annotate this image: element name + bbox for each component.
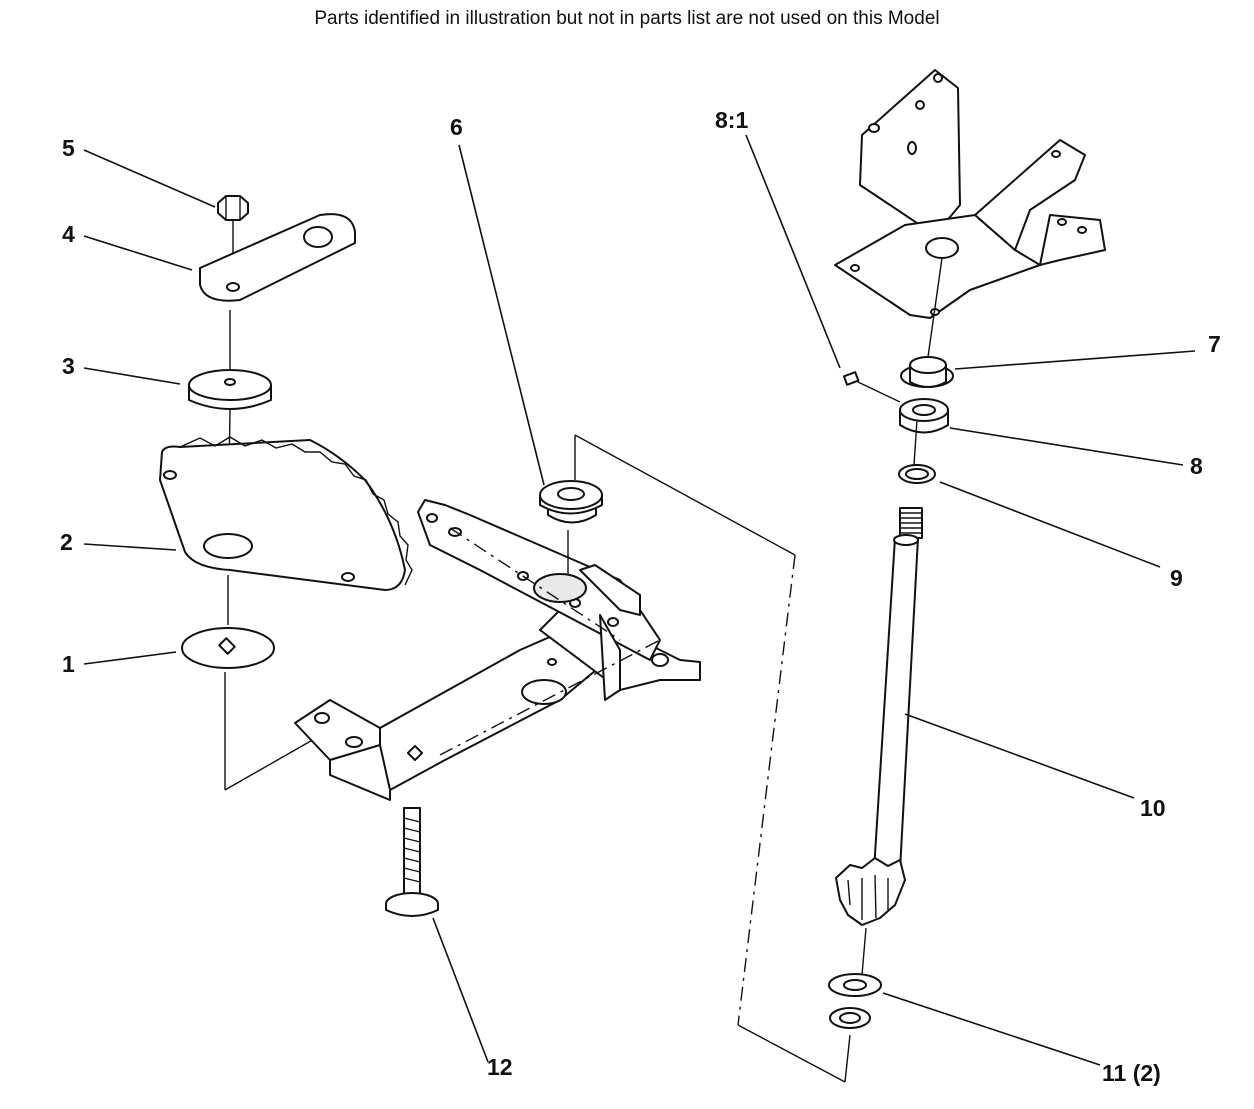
part-10-steering-shaft [835, 507, 923, 976]
part-3-spacer [188, 369, 272, 410]
leader-lines [83, 134, 1196, 1066]
callout-9: 9 [1170, 565, 1183, 591]
callout-5: 5 [62, 135, 75, 161]
callout-12: 12 [487, 1054, 513, 1080]
callout-11: 11 (2) [1102, 1060, 1161, 1086]
callout-4: 4 [62, 221, 75, 247]
callout-1: 1 [62, 651, 75, 677]
steering-support-bracket [834, 69, 1106, 319]
callout-2: 2 [60, 529, 73, 555]
part-6-bushing [539, 480, 603, 524]
callout-10: 10 [1140, 795, 1166, 821]
part-9-retaining-ring [898, 419, 936, 484]
bracket-support-plate [294, 499, 701, 801]
part-12-carriage-bolt [385, 807, 439, 917]
alignment-lines-middle [439, 434, 851, 1083]
callout-6: 6 [450, 114, 463, 140]
callout-7: 7 [1208, 331, 1221, 357]
callout-3: 3 [62, 353, 75, 379]
part-11-washers [828, 973, 882, 1029]
part-8-1-set-screw [842, 371, 901, 403]
part-8-collar [899, 398, 949, 434]
part-4-link-plate [199, 213, 356, 302]
part-1-washer [181, 627, 275, 669]
callout-8: 8 [1190, 453, 1203, 479]
part-7-flange-bushing [900, 257, 954, 388]
part-2-sector-gear [159, 436, 413, 591]
callout-8-1: 8:1 [715, 107, 748, 133]
part-5-hex-nut [217, 195, 249, 221]
illustration-note: Parts identified in illustration but not… [314, 8, 940, 29]
